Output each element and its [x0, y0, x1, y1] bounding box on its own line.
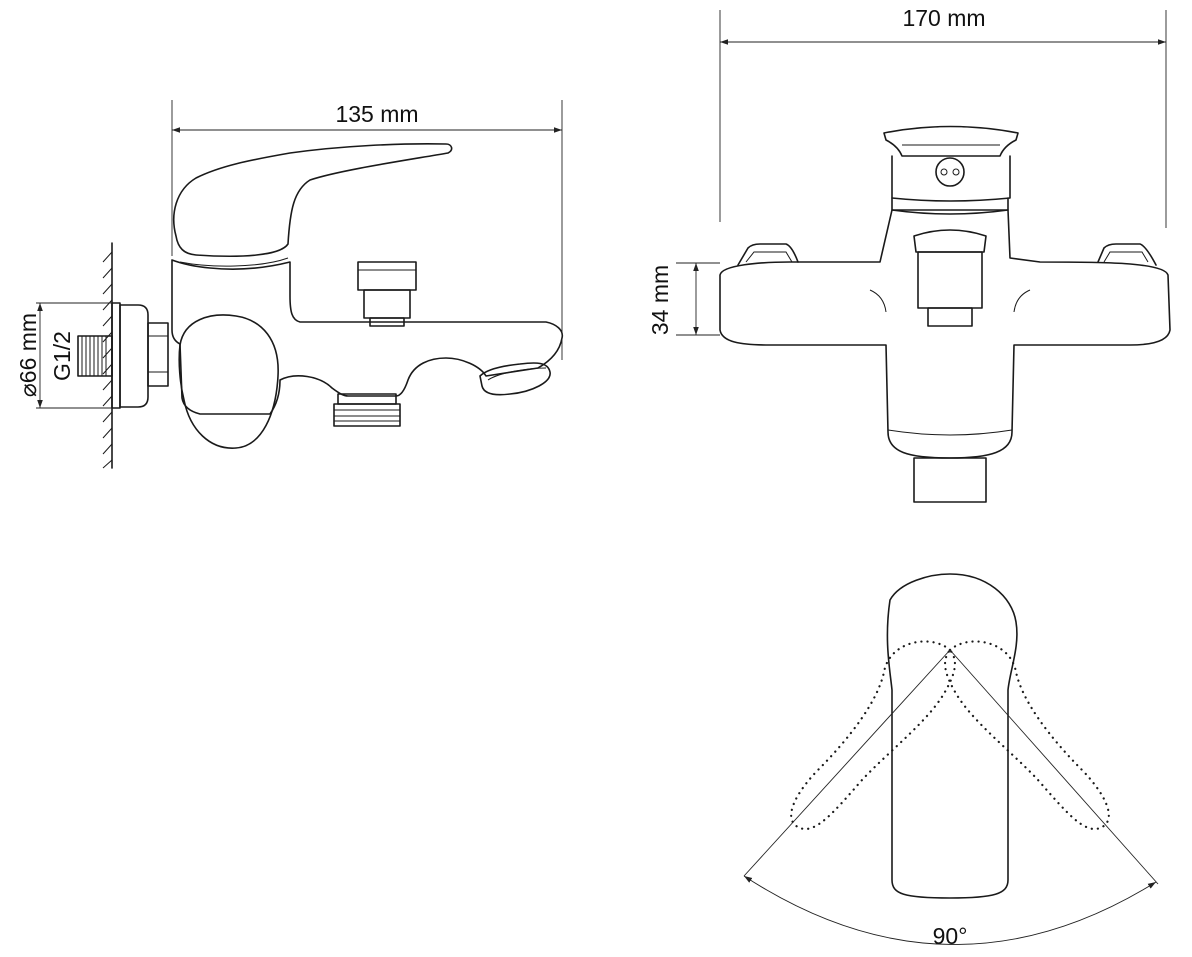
front-screw-hole: [935, 157, 965, 187]
handle-center-position: [886, 573, 1018, 899]
front-height-label: 34 mm: [647, 265, 673, 335]
threaded-inlet: [77, 335, 113, 377]
front-left-loop: [737, 243, 799, 266]
side-knob: [178, 314, 279, 449]
wall-flange: [111, 302, 169, 409]
front-center-knob: [913, 229, 987, 327]
diverter-button: [357, 261, 417, 327]
front-view: 170 mm 34 mm: [647, 5, 1171, 503]
front-body: [719, 209, 1171, 459]
rotation-view: 90°: [743, 573, 1159, 949]
handle-left-position: [790, 640, 956, 831]
rotation-arc: [743, 875, 1157, 945]
front-right-loop: [1097, 243, 1157, 266]
rotation-angle-label: 90°: [933, 923, 968, 949]
side-handle-lever: [173, 143, 453, 258]
hose-outlet: [333, 393, 401, 427]
thread-label: G1/2: [49, 331, 75, 381]
wall-hatching: [102, 242, 113, 469]
side-view: 135 mm ⌀66 mm G1/2: [15, 100, 564, 469]
side-width-label: 135 mm: [335, 101, 418, 127]
front-bottom-outlet: [913, 457, 987, 503]
side-body-spout: [171, 259, 564, 415]
flange-diameter-label: ⌀66 mm: [15, 313, 41, 397]
spout-aerator: [479, 362, 551, 396]
front-width-label: 170 mm: [902, 5, 985, 31]
front-top-cap: [883, 125, 1019, 157]
